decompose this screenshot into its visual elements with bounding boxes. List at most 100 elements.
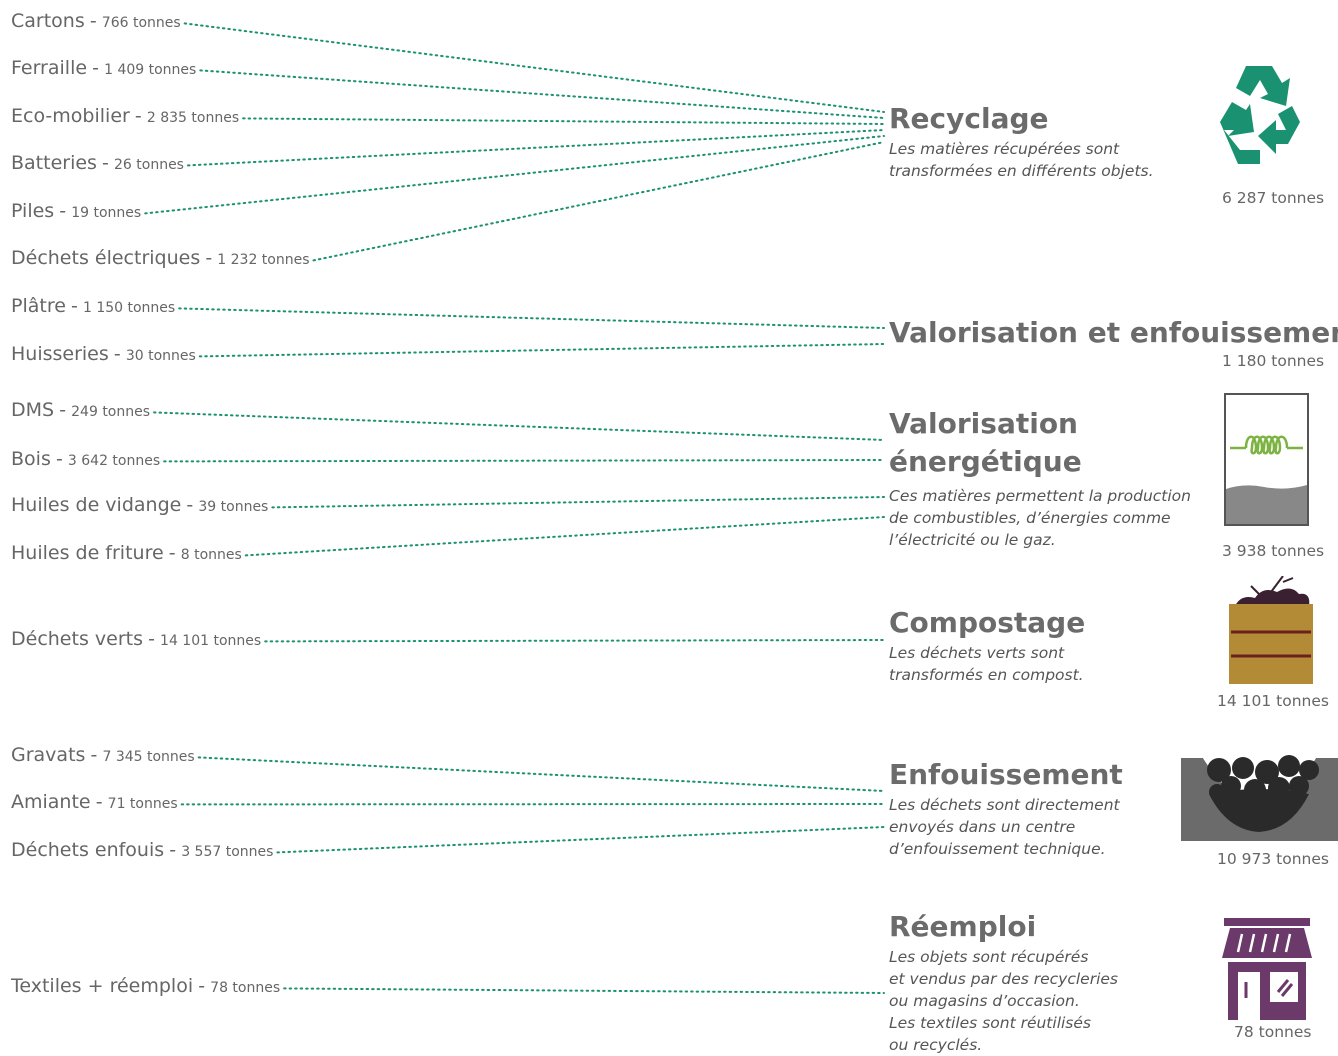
source-name: DMS xyxy=(11,399,54,421)
dest-valorisation-energetique: Valorisation énergétique Ces matières pe… xyxy=(889,405,1191,551)
dest-title: Valorisation énergétique xyxy=(889,405,1191,481)
flow-line xyxy=(185,23,884,112)
flow-line xyxy=(277,827,884,852)
flow-line xyxy=(200,344,884,356)
dest-enfouissement: Enfouissement Les déchets sont directeme… xyxy=(889,756,1123,860)
source-separator: - xyxy=(59,399,66,421)
source-quantity: 26 tonnes xyxy=(114,157,184,173)
source-row: Batteries - 26 tonnes xyxy=(11,154,184,173)
source-separator: - xyxy=(169,839,176,861)
dest-description: Les déchets verts sont transformés en co… xyxy=(889,642,1085,686)
source-name: Déchets électriques xyxy=(11,247,200,269)
landfill-icon xyxy=(1181,748,1338,841)
source-separator: - xyxy=(205,247,212,269)
flow-line xyxy=(265,640,884,641)
source-name: Cartons xyxy=(11,10,85,32)
flow-line xyxy=(243,118,884,124)
total-recyclage: 6 287 tonnes xyxy=(1222,189,1324,207)
total-valorisation-enfouissement: 1 180 tonnes xyxy=(1222,352,1324,370)
source-quantity: 1 409 tonnes xyxy=(104,62,196,78)
source-quantity: 19 tonnes xyxy=(71,205,141,221)
source-row: Plâtre - 1 150 tonnes xyxy=(11,297,175,316)
source-name: Plâtre xyxy=(11,295,66,317)
source-quantity: 7 345 tonnes xyxy=(102,749,194,765)
source-row: Huiles de vidange - 39 tonnes xyxy=(11,496,268,515)
source-quantity: 249 tonnes xyxy=(71,404,150,420)
source-row: Huisseries - 30 tonnes xyxy=(11,345,196,364)
source-name: Déchets verts xyxy=(11,628,143,650)
total-reemploi: 78 tonnes xyxy=(1234,1023,1311,1041)
dest-title: Valorisation et enfouissement xyxy=(889,314,1338,352)
flow-line xyxy=(164,460,884,461)
source-separator: - xyxy=(169,542,176,564)
source-row: Déchets enfouis - 3 557 tonnes xyxy=(11,841,273,860)
source-quantity: 30 tonnes xyxy=(126,348,196,364)
source-separator: - xyxy=(114,343,121,365)
flow-line xyxy=(145,136,884,213)
compost-bin-icon xyxy=(1221,576,1321,684)
source-row: Bois - 3 642 tonnes xyxy=(11,450,160,469)
source-quantity: 3 642 tonnes xyxy=(68,453,160,469)
source-row: Textiles + réemploi - 78 tonnes xyxy=(11,977,280,996)
flow-line xyxy=(246,517,884,555)
source-name: Textiles + réemploi xyxy=(11,975,193,997)
source-name: Huiles de vidange xyxy=(11,494,181,516)
source-separator: - xyxy=(186,494,193,516)
dest-compostage: Compostage Les déchets verts sont transf… xyxy=(889,604,1085,686)
dest-reemploi: Réemploi Les objets sont récupérés et ve… xyxy=(889,908,1118,1056)
source-name: Eco-mobilier xyxy=(11,105,130,127)
total-enfouissement: 10 973 tonnes xyxy=(1217,850,1329,868)
source-row: Cartons - 766 tonnes xyxy=(11,12,181,31)
source-row: Ferraille - 1 409 tonnes xyxy=(11,59,196,78)
total-compostage: 14 101 tonnes xyxy=(1217,692,1329,710)
source-row: Déchets verts - 14 101 tonnes xyxy=(11,630,261,649)
flow-line xyxy=(200,70,884,118)
dest-title: Compostage xyxy=(889,604,1085,642)
flow-line xyxy=(154,412,884,440)
source-quantity: 3 557 tonnes xyxy=(181,844,273,860)
source-quantity: 1 150 tonnes xyxy=(83,300,175,316)
source-name: Gravats xyxy=(11,744,85,766)
source-separator: - xyxy=(59,200,66,222)
source-quantity: 78 tonnes xyxy=(210,980,280,996)
flow-line xyxy=(284,988,884,993)
total-valorisation-energetique: 3 938 tonnes xyxy=(1222,542,1324,560)
shop-icon xyxy=(1222,918,1312,1020)
dest-title: Recyclage xyxy=(889,100,1154,138)
source-name: Ferraille xyxy=(11,57,87,79)
dest-description: Les déchets sont directement envoyés dan… xyxy=(889,794,1123,860)
source-quantity: 39 tonnes xyxy=(198,499,268,515)
source-quantity: 2 835 tonnes xyxy=(147,110,239,126)
dest-description: Les objets sont récupérés et vendus par … xyxy=(889,946,1118,1056)
source-separator: - xyxy=(56,448,63,470)
source-name: Déchets enfouis xyxy=(11,839,164,861)
flow-line xyxy=(199,757,884,791)
source-name: Amiante xyxy=(11,791,91,813)
source-row: Piles - 19 tonnes xyxy=(11,202,141,221)
source-row: Eco-mobilier - 2 835 tonnes xyxy=(11,107,239,126)
source-row: Déchets électriques - 1 232 tonnes xyxy=(11,249,310,268)
source-row: DMS - 249 tonnes xyxy=(11,401,150,420)
source-separator: - xyxy=(198,975,205,997)
source-name: Piles xyxy=(11,200,54,222)
source-name: Batteries xyxy=(11,152,97,174)
source-separator: - xyxy=(91,744,98,766)
recycle-icon xyxy=(1220,66,1300,172)
source-separator: - xyxy=(92,57,99,79)
dest-description: Les matières récupérées sont transformée… xyxy=(889,138,1154,182)
dest-description: Ces matières permettent la production de… xyxy=(889,485,1191,551)
source-quantity: 1 232 tonnes xyxy=(217,252,309,268)
energy-coil-icon xyxy=(1224,393,1309,526)
source-quantity: 71 tonnes xyxy=(108,796,178,812)
source-separator: - xyxy=(71,295,78,317)
source-row: Huiles de friture - 8 tonnes xyxy=(11,544,242,563)
source-name: Huisseries xyxy=(11,343,109,365)
source-row: Amiante - 71 tonnes xyxy=(11,793,178,812)
source-row: Gravats - 7 345 tonnes xyxy=(11,746,195,765)
source-separator: - xyxy=(96,791,103,813)
source-separator: - xyxy=(90,10,97,32)
source-separator: - xyxy=(148,628,155,650)
source-quantity: 8 tonnes xyxy=(181,547,242,563)
dest-title: Enfouissement xyxy=(889,756,1123,794)
flow-line xyxy=(272,497,884,507)
